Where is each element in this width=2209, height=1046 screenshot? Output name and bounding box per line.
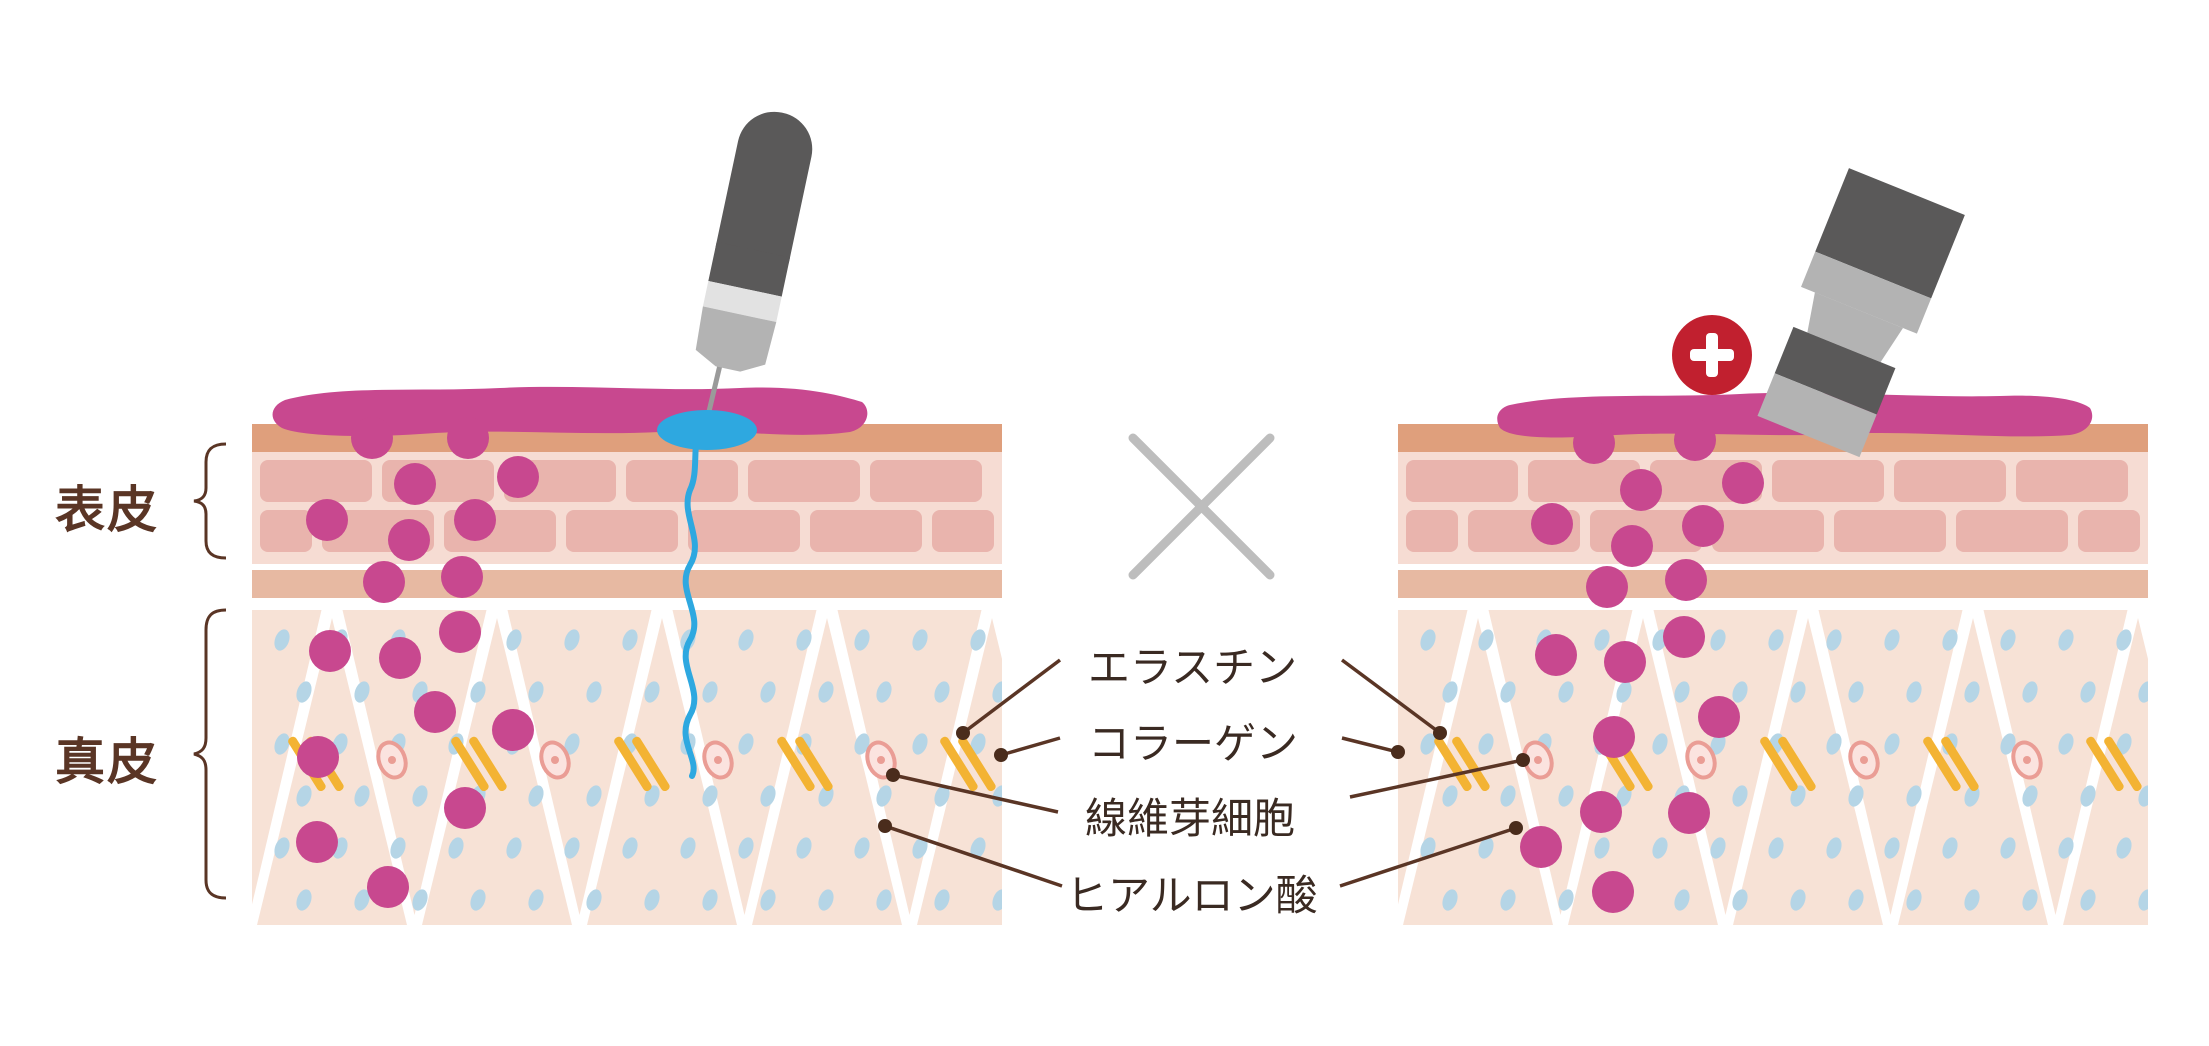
epidermis-cell: [1406, 510, 1458, 552]
serum-droplet: [1531, 503, 1573, 545]
serum-droplet: [1592, 871, 1634, 913]
epidermis-label: 表皮: [55, 470, 159, 542]
needle-entry-spot: [657, 410, 757, 450]
serum-droplet: [454, 499, 496, 541]
cross-mark-icon: [1133, 438, 1270, 575]
epidermis-cell: [260, 510, 312, 552]
elastin-label: エラスチン: [1088, 634, 1297, 695]
serum-droplet: [497, 456, 539, 498]
serum-droplet: [441, 556, 483, 598]
epidermis-cell: [1894, 460, 2006, 502]
serum-droplet: [1698, 696, 1740, 738]
epidermis-cell: [810, 510, 922, 552]
epidermis-cell: [1834, 510, 1946, 552]
fibroblast-nucleus: [877, 756, 885, 764]
fibroblast-nucleus: [2186, 756, 2194, 764]
fibroblast-label: 線維芽細胞: [1085, 785, 1295, 846]
serum-droplet: [297, 736, 339, 778]
fibroblast-nucleus: [1697, 756, 1705, 764]
epidermis-cell: [1406, 460, 1518, 502]
epidermis-cell: [1712, 510, 1824, 552]
serum-droplet: [1611, 525, 1653, 567]
fibroblast-nucleus: [551, 756, 559, 764]
hyaluronic-acid-label: ヒアルロン酸: [1066, 862, 1318, 923]
serum-droplet: [1668, 792, 1710, 834]
serum-droplet: [1604, 641, 1646, 683]
fibroblast-cell: [2172, 739, 2209, 782]
serum-droplet: [1620, 469, 1662, 511]
serum-droplet: [309, 630, 351, 672]
serum-droplet: [306, 499, 348, 541]
fibroblast-nucleus: [2023, 756, 2031, 764]
epidermis-cell: [688, 510, 800, 552]
epidermis-cell: [626, 460, 738, 502]
serum-droplet: [394, 463, 436, 505]
fibroblast-nucleus: [1534, 756, 1542, 764]
right-skin-panel: [1238, 424, 2209, 925]
serum-droplet: [296, 821, 338, 863]
serum-droplet: [444, 787, 486, 829]
serum-droplet: [1682, 505, 1724, 547]
serum-droplet: [492, 709, 534, 751]
serum-droplet: [1573, 422, 1615, 464]
fibroblast-nucleus: [714, 756, 722, 764]
fibroblast-nucleus: [1040, 756, 1048, 764]
serum-droplet: [1535, 634, 1577, 676]
right-basal-layer: [1398, 570, 2148, 598]
serum-droplet: [363, 561, 405, 603]
serum-droplet: [1586, 566, 1628, 608]
collagen-label: コラーゲン: [1088, 710, 1298, 771]
serum-droplet: [1665, 559, 1707, 601]
serum-droplet: [351, 417, 393, 459]
right-dermis: [1238, 610, 2209, 925]
epidermis-cell: [2078, 510, 2140, 552]
serum-droplet: [1674, 419, 1716, 461]
serum-droplet: [1520, 826, 1562, 868]
serum-droplet: [1593, 716, 1635, 758]
dermis-label: 真皮: [55, 722, 159, 794]
serum-droplet: [388, 519, 430, 561]
epidermis-cell: [1772, 460, 1884, 502]
serum-droplet: [439, 611, 481, 653]
dermis-tissue: [2149, 610, 2209, 915]
epidermis-cell: [2016, 460, 2128, 502]
serum-droplet: [367, 866, 409, 908]
serum-droplet: [1663, 616, 1705, 658]
serum-droplet: [1580, 791, 1622, 833]
layer-braces: [194, 444, 226, 898]
epidermis-cell: [566, 510, 678, 552]
plus-badge-icon: [1672, 315, 1752, 395]
epidermis-cell: [260, 460, 372, 502]
epidermis-cell: [870, 460, 982, 502]
serum-droplet: [414, 691, 456, 733]
fibroblast-nucleus: [1860, 756, 1868, 764]
serum-droplet: [447, 417, 489, 459]
epidermis-cell: [932, 510, 994, 552]
fibroblast-nucleus: [388, 756, 396, 764]
serum-droplet: [379, 637, 421, 679]
serum-droplet: [1722, 462, 1764, 504]
epidermis-cell: [748, 460, 860, 502]
epidermis-cell: [1956, 510, 2068, 552]
